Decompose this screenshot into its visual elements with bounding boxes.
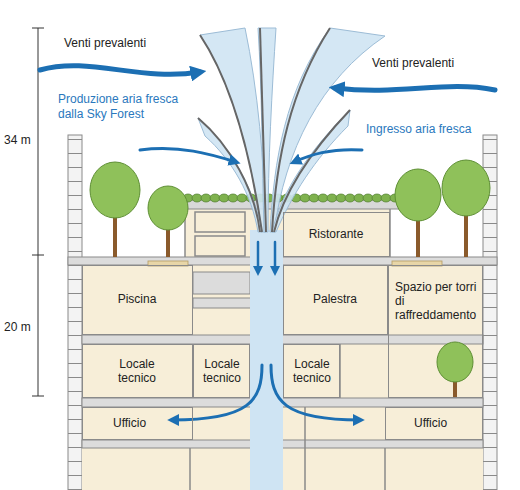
roof-pavilion [185,208,390,258]
airflow-label: Produzione aria fresca dalla Sky Forest [58,92,190,122]
roof-walls [195,212,245,256]
room-box: Locale tecnico [193,344,250,398]
room-name: Palestra [286,292,384,306]
room-name: Ristorante [286,227,386,241]
room-box: Locale tecnico [283,344,340,398]
left-building-column [68,135,82,490]
room-box: Ufficio [385,407,483,440]
room-name: Ufficio [414,416,479,430]
air-flow-arrows [40,66,495,420]
funnel-stems [198,28,350,232]
airflow-label: Ingresso aria fresca [366,122,506,137]
room-box: Spazio per torri di raffreddamento [388,265,483,398]
wind-label: Venti prevalenti [372,56,502,71]
room-name: Locale tecnico [286,357,338,385]
room-name: Ufficio [113,416,189,430]
room-box: Ufficio [82,407,193,440]
air-shaft [250,230,283,490]
dimension-label: 34 m [4,133,36,148]
dimension-label: 20 m [4,320,36,335]
dimension-lines [32,28,44,396]
room-box: Ristorante [283,212,390,257]
room-box: Piscina [82,265,193,335]
room-name: Locale tecnico [111,357,163,385]
room-box: Palestra [283,265,388,335]
room-name: Spazio per torri di raffreddamento [395,280,479,322]
room-name: Piscina [85,292,189,306]
room-box: Locale tecnico [82,344,193,398]
room-name: Locale tecnico [196,357,248,385]
sky-forest-funnel [198,28,385,232]
wind-label: Venti prevalenti [64,36,194,51]
